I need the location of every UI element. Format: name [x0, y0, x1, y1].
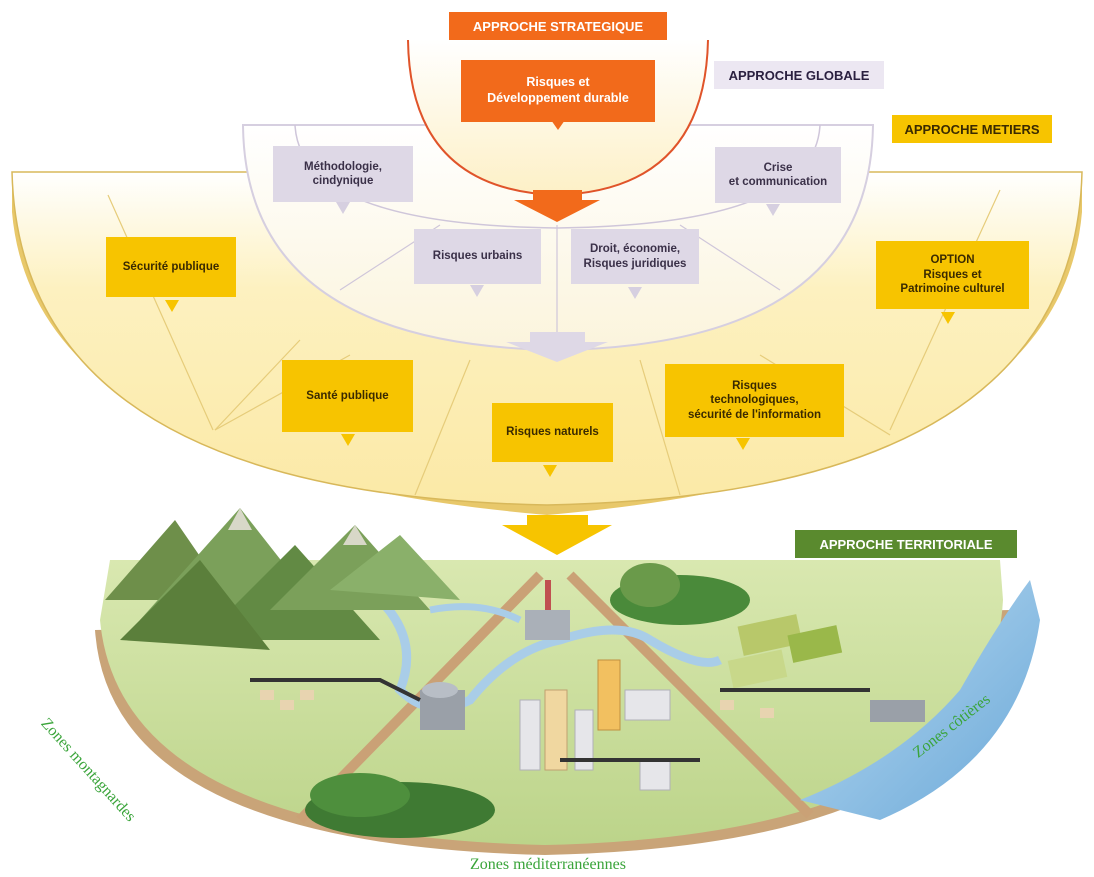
box-droit: Droit, économie, Risques juridiques — [571, 229, 699, 284]
small-arrows-lilac — [336, 202, 780, 299]
header-territoriale: APPROCHE TERRITORIALE — [795, 530, 1017, 558]
header-metiers: APPROCHE METIERS — [892, 115, 1052, 143]
arrow-lilac — [506, 332, 608, 362]
zone-mediterraneennes-label: Zones méditerranéennes — [470, 856, 626, 873]
header-strategique: APPROCHE STRATEGIQUE — [449, 12, 667, 40]
box-methodologie: Méthodologie, cindynique — [273, 146, 413, 202]
box-crise: Crise et communication — [715, 147, 841, 203]
box-risques-technologiques: Risques technologiques, sécurité de l'in… — [665, 364, 844, 437]
small-arrow-orange — [551, 120, 565, 130]
header-globale: APPROCHE GLOBALE — [714, 61, 884, 89]
box-sante-publique: Santé publique — [282, 360, 413, 432]
box-securite-publique: Sécurité publique — [106, 237, 236, 297]
box-risques-naturels: Risques naturels — [492, 403, 613, 462]
arrow-yellow — [502, 515, 612, 555]
box-risques-developpement: Risques et Développement durable — [461, 60, 655, 122]
small-arrows — [165, 300, 955, 477]
arrow-orange — [514, 190, 600, 222]
box-risques-urbains: Risques urbains — [414, 229, 541, 284]
box-option: OPTION Risques et Patrimoine culturel — [876, 241, 1029, 309]
landscape — [95, 508, 1040, 855]
